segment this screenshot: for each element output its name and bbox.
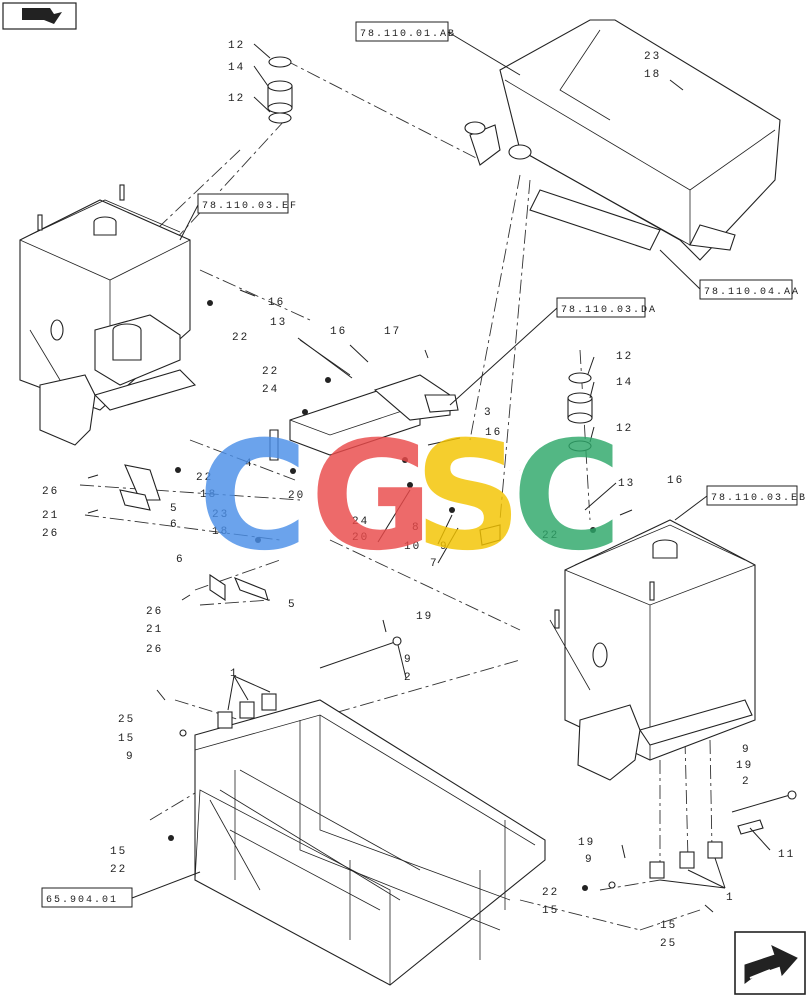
callout-label: 23: [644, 51, 661, 63]
callout-label: 19: [578, 837, 595, 849]
ref-box-78-110-01-ab[interactable]: 78.110.01.AB: [355, 21, 456, 42]
brackets: [119, 429, 455, 602]
callout-label: 6: [170, 519, 179, 531]
svg-text:65.904.01: 65.904.01: [46, 895, 118, 906]
callout-label: 18: [200, 489, 217, 501]
leader-lines: [131, 31, 771, 899]
bushing-stack-left: [267, 56, 293, 124]
callout-label: 7: [430, 558, 439, 570]
callout-label: 15: [542, 905, 559, 917]
callout-label: 9: [440, 541, 449, 553]
shaft: [479, 468, 636, 546]
callout-label: 15: [118, 733, 135, 745]
callout-label: 22: [262, 366, 279, 378]
callout-label: 16: [485, 427, 502, 439]
callout-label: 13: [618, 478, 635, 490]
callout-label: 8: [412, 522, 421, 534]
callout-label: 22: [110, 864, 127, 876]
svg-text:78.110.01.AB: 78.110.01.AB: [360, 29, 456, 40]
watermark-letter: S: [414, 410, 522, 584]
callout-label: 20: [352, 532, 369, 544]
callout-label: 16: [330, 326, 347, 338]
watermark-letter: G: [310, 410, 433, 584]
callout-label: 5: [288, 599, 297, 611]
callout-label: 25: [118, 714, 135, 726]
arrow-next-icon[interactable]: [734, 931, 806, 995]
arrow-up-right-icon[interactable]: [2, 2, 77, 30]
callout-label: 18: [212, 526, 229, 538]
watermark-letter: C: [512, 410, 622, 584]
ref-box-78-110-03-da[interactable]: 78.110.03.DA: [556, 297, 657, 318]
callout-numbers: 12 14 12 23 18 16 22 13 16 17 22 24 3 16…: [42, 40, 795, 950]
callout-label: 25: [660, 938, 677, 950]
callout-label: 20: [288, 490, 305, 502]
callout-label: 26: [146, 606, 163, 618]
callout-label: 17: [384, 326, 401, 338]
callout-label: 10: [404, 541, 421, 553]
ref-box-78-110-03-eb[interactable]: 78.110.03.EB: [706, 485, 807, 506]
base-frame: [194, 693, 723, 986]
callout-label: 21: [146, 624, 163, 636]
callout-label: 1: [230, 668, 239, 680]
hopper-right: [549, 519, 756, 781]
callout-label: 22: [196, 472, 213, 484]
callout-label: 22: [542, 887, 559, 899]
callout-label: 2: [404, 672, 413, 684]
crossbar-assembly: [289, 337, 461, 463]
callout-label: 1: [726, 892, 735, 904]
hopper-left: [19, 184, 197, 446]
callout-label: 26: [42, 528, 59, 540]
callout-label: 2: [742, 776, 751, 788]
bushing-stack-right: [567, 372, 593, 452]
callout-label: 21: [42, 510, 59, 522]
callout-label: 16: [268, 297, 285, 309]
callout-label: 12: [616, 423, 633, 435]
callout-label: 22: [232, 332, 249, 344]
machine-frame-top: [464, 19, 781, 261]
link-rods: [319, 636, 797, 835]
svg-text:78.110.03.EF: 78.110.03.EF: [202, 201, 298, 212]
callout-label: 6: [176, 554, 185, 566]
callout-label: 3: [484, 407, 493, 419]
callout-label: 23: [212, 509, 229, 521]
fasteners: [87, 79, 714, 913]
svg-text:78.110.04.AA: 78.110.04.AA: [704, 287, 800, 298]
svg-text:78.110.03.DA: 78.110.03.DA: [561, 305, 657, 316]
ref-box-65-904-01[interactable]: 65.904.01: [41, 887, 133, 908]
callout-label: 26: [42, 486, 59, 498]
callout-label: 5: [170, 503, 179, 515]
callout-label: 12: [228, 93, 245, 105]
callout-label: 13: [270, 317, 287, 329]
callout-label: 14: [228, 62, 245, 74]
callout-label: 24: [352, 516, 369, 528]
ref-box-78-110-04-aa[interactable]: 78.110.04.AA: [699, 279, 800, 300]
callout-label: 16: [667, 475, 684, 487]
svg-text:78.110.03.EB: 78.110.03.EB: [711, 493, 807, 504]
watermark: C G S C: [198, 410, 622, 584]
callout-label: 19: [416, 611, 433, 623]
watermark-letter: C: [198, 410, 308, 584]
callout-label: 26: [146, 644, 163, 656]
callout-label: 11: [778, 849, 795, 861]
callout-label: 15: [660, 920, 677, 932]
callout-label: 9: [742, 744, 751, 756]
callout-label: 9: [404, 654, 413, 666]
callout-label: 9: [585, 854, 594, 866]
callout-label: 4: [245, 458, 254, 470]
callout-label: 19: [736, 760, 753, 772]
callout-label: 12: [228, 40, 245, 52]
callout-label: 12: [616, 351, 633, 363]
ref-box-78-110-03-ef[interactable]: 78.110.03.EF: [197, 193, 298, 214]
callout-label: 24: [262, 384, 279, 396]
callout-label: 14: [616, 377, 633, 389]
callout-label: 22: [542, 530, 559, 542]
callout-label: 9: [126, 751, 135, 763]
callout-label: 15: [110, 846, 127, 858]
callout-label: 18: [644, 69, 661, 81]
